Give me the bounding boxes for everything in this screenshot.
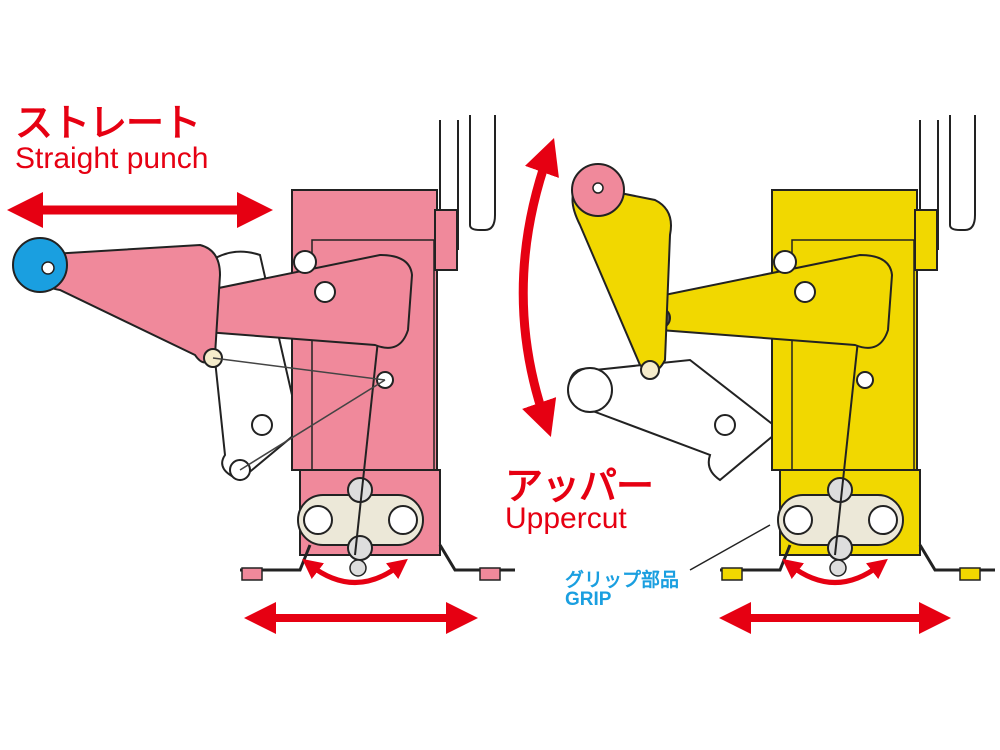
grip-label-jp: グリップ部品: [565, 570, 680, 591]
straight-machine: [12, 113, 517, 582]
grip-rotate-arrow-right: [782, 558, 888, 585]
uppercut-arrow: [518, 138, 559, 438]
grip-label-en: GRIP: [565, 589, 612, 610]
uppercut-machine: [567, 113, 997, 582]
uppercut-title-jp: アッパー: [505, 466, 654, 508]
uppercut-title-en: Uppercut: [505, 502, 627, 535]
straight-title-jp: ストレート: [15, 103, 201, 145]
grip-leader-line: [689, 524, 771, 571]
straight-title-en: Straight punch: [15, 142, 209, 175]
grip-rotate-arrow-left: [302, 558, 408, 585]
